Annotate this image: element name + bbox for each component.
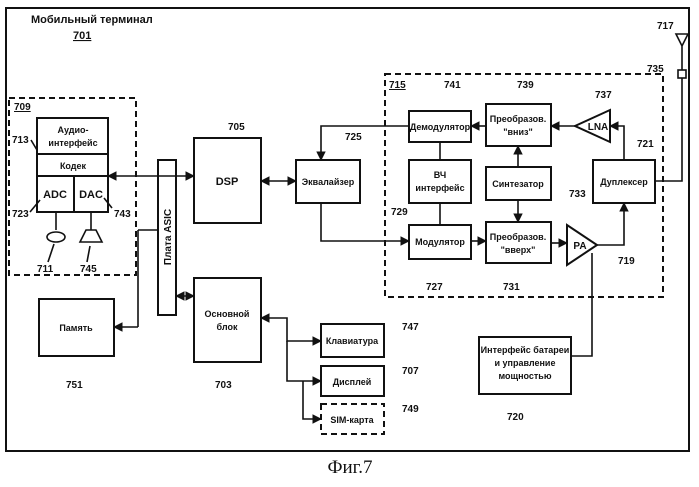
antenna-line-ref: 735 — [647, 64, 664, 75]
main-block — [194, 278, 261, 362]
keyboard-ref: 747 — [402, 322, 419, 333]
audio-interface-ref: 713 — [12, 135, 29, 146]
modulator-ref: 727 — [426, 282, 443, 293]
adc-ref: 723 — [12, 209, 29, 220]
down-converter-ref: 739 — [517, 80, 534, 91]
terminal-title: Мобильный терминал — [31, 14, 153, 26]
up-converter-block — [486, 222, 551, 263]
mic-ref: 711 — [37, 264, 54, 275]
display-label: Дисплей — [333, 377, 372, 387]
pa-label: PA — [573, 241, 586, 252]
memory-label: Память — [59, 323, 93, 333]
figure-caption: Фиг.7 — [327, 457, 372, 478]
sim-label: SIM-карта — [330, 415, 374, 425]
battery-ref: 720 — [507, 412, 524, 423]
rf-interface-block — [409, 160, 471, 203]
rf-interface-line2: интерфейс — [415, 183, 464, 193]
duplexer-ref: 721 — [637, 139, 654, 150]
pa-ref: 719 — [618, 256, 635, 267]
asic-label: Плата ASIC — [163, 209, 174, 265]
lna-ref: 737 — [595, 90, 612, 101]
terminal-ref: 701 — [73, 30, 91, 42]
equalizer-ref: 725 — [345, 132, 362, 143]
synthesizer-label: Синтезатор — [492, 179, 544, 189]
equalizer-label: Эквалайзер — [302, 177, 355, 187]
speaker-ref: 745 — [80, 264, 97, 275]
rf-interface-line1: ВЧ — [434, 170, 446, 180]
rf-section-ref: 715 — [389, 80, 406, 91]
demodulator-label: Демодулятор — [410, 122, 471, 132]
demodulator-ref: 741 — [444, 80, 461, 91]
down-converter-line1: Преобразов. — [490, 114, 546, 124]
up-converter-ref: 731 — [503, 282, 520, 293]
main-block-line1: Основной — [205, 309, 250, 319]
memory-ref: 751 — [66, 380, 83, 391]
adc-label: ADC — [43, 189, 67, 201]
up-converter-line2: "вверх" — [501, 245, 536, 255]
battery-line2: и управление — [495, 358, 556, 368]
dac-label: DAC — [79, 189, 103, 201]
rf-interface-ref: 729 — [391, 207, 408, 218]
audio-group-ref: 709 — [14, 102, 31, 113]
sim-ref: 749 — [402, 404, 419, 415]
battery-line1: Интерфейс батареи — [481, 345, 570, 355]
synthesizer-ref: 733 — [569, 189, 586, 200]
up-converter-line1: Преобразов. — [490, 232, 546, 242]
display-ref: 707 — [402, 366, 419, 377]
main-block-ref: 703 — [215, 380, 232, 391]
microphone-icon — [47, 232, 65, 242]
dac-ref: 743 — [114, 209, 131, 220]
modulator-label: Модулятор — [415, 237, 465, 247]
keyboard-label: Клавиатура — [326, 336, 379, 346]
speaker-icon — [80, 230, 102, 242]
duplexer-label: Дуплексер — [600, 177, 648, 187]
down-converter-line2: "вниз" — [503, 127, 533, 137]
antenna-feed — [678, 70, 686, 78]
dsp-label: DSP — [216, 176, 239, 188]
down-converter-block — [486, 104, 551, 146]
main-block-line2: блок — [217, 322, 238, 332]
audio-interface-block — [37, 118, 108, 154]
audio-interface-line2: интерфейс — [48, 138, 97, 148]
audio-interface-line1: Аудио- — [57, 125, 88, 135]
antenna-icon — [676, 34, 688, 70]
lna-label: LNA — [588, 122, 609, 133]
codec-label: Кодек — [60, 161, 87, 171]
antenna-ref: 717 — [657, 21, 674, 32]
battery-line3: мощностью — [498, 371, 551, 381]
dsp-ref: 705 — [228, 122, 245, 133]
